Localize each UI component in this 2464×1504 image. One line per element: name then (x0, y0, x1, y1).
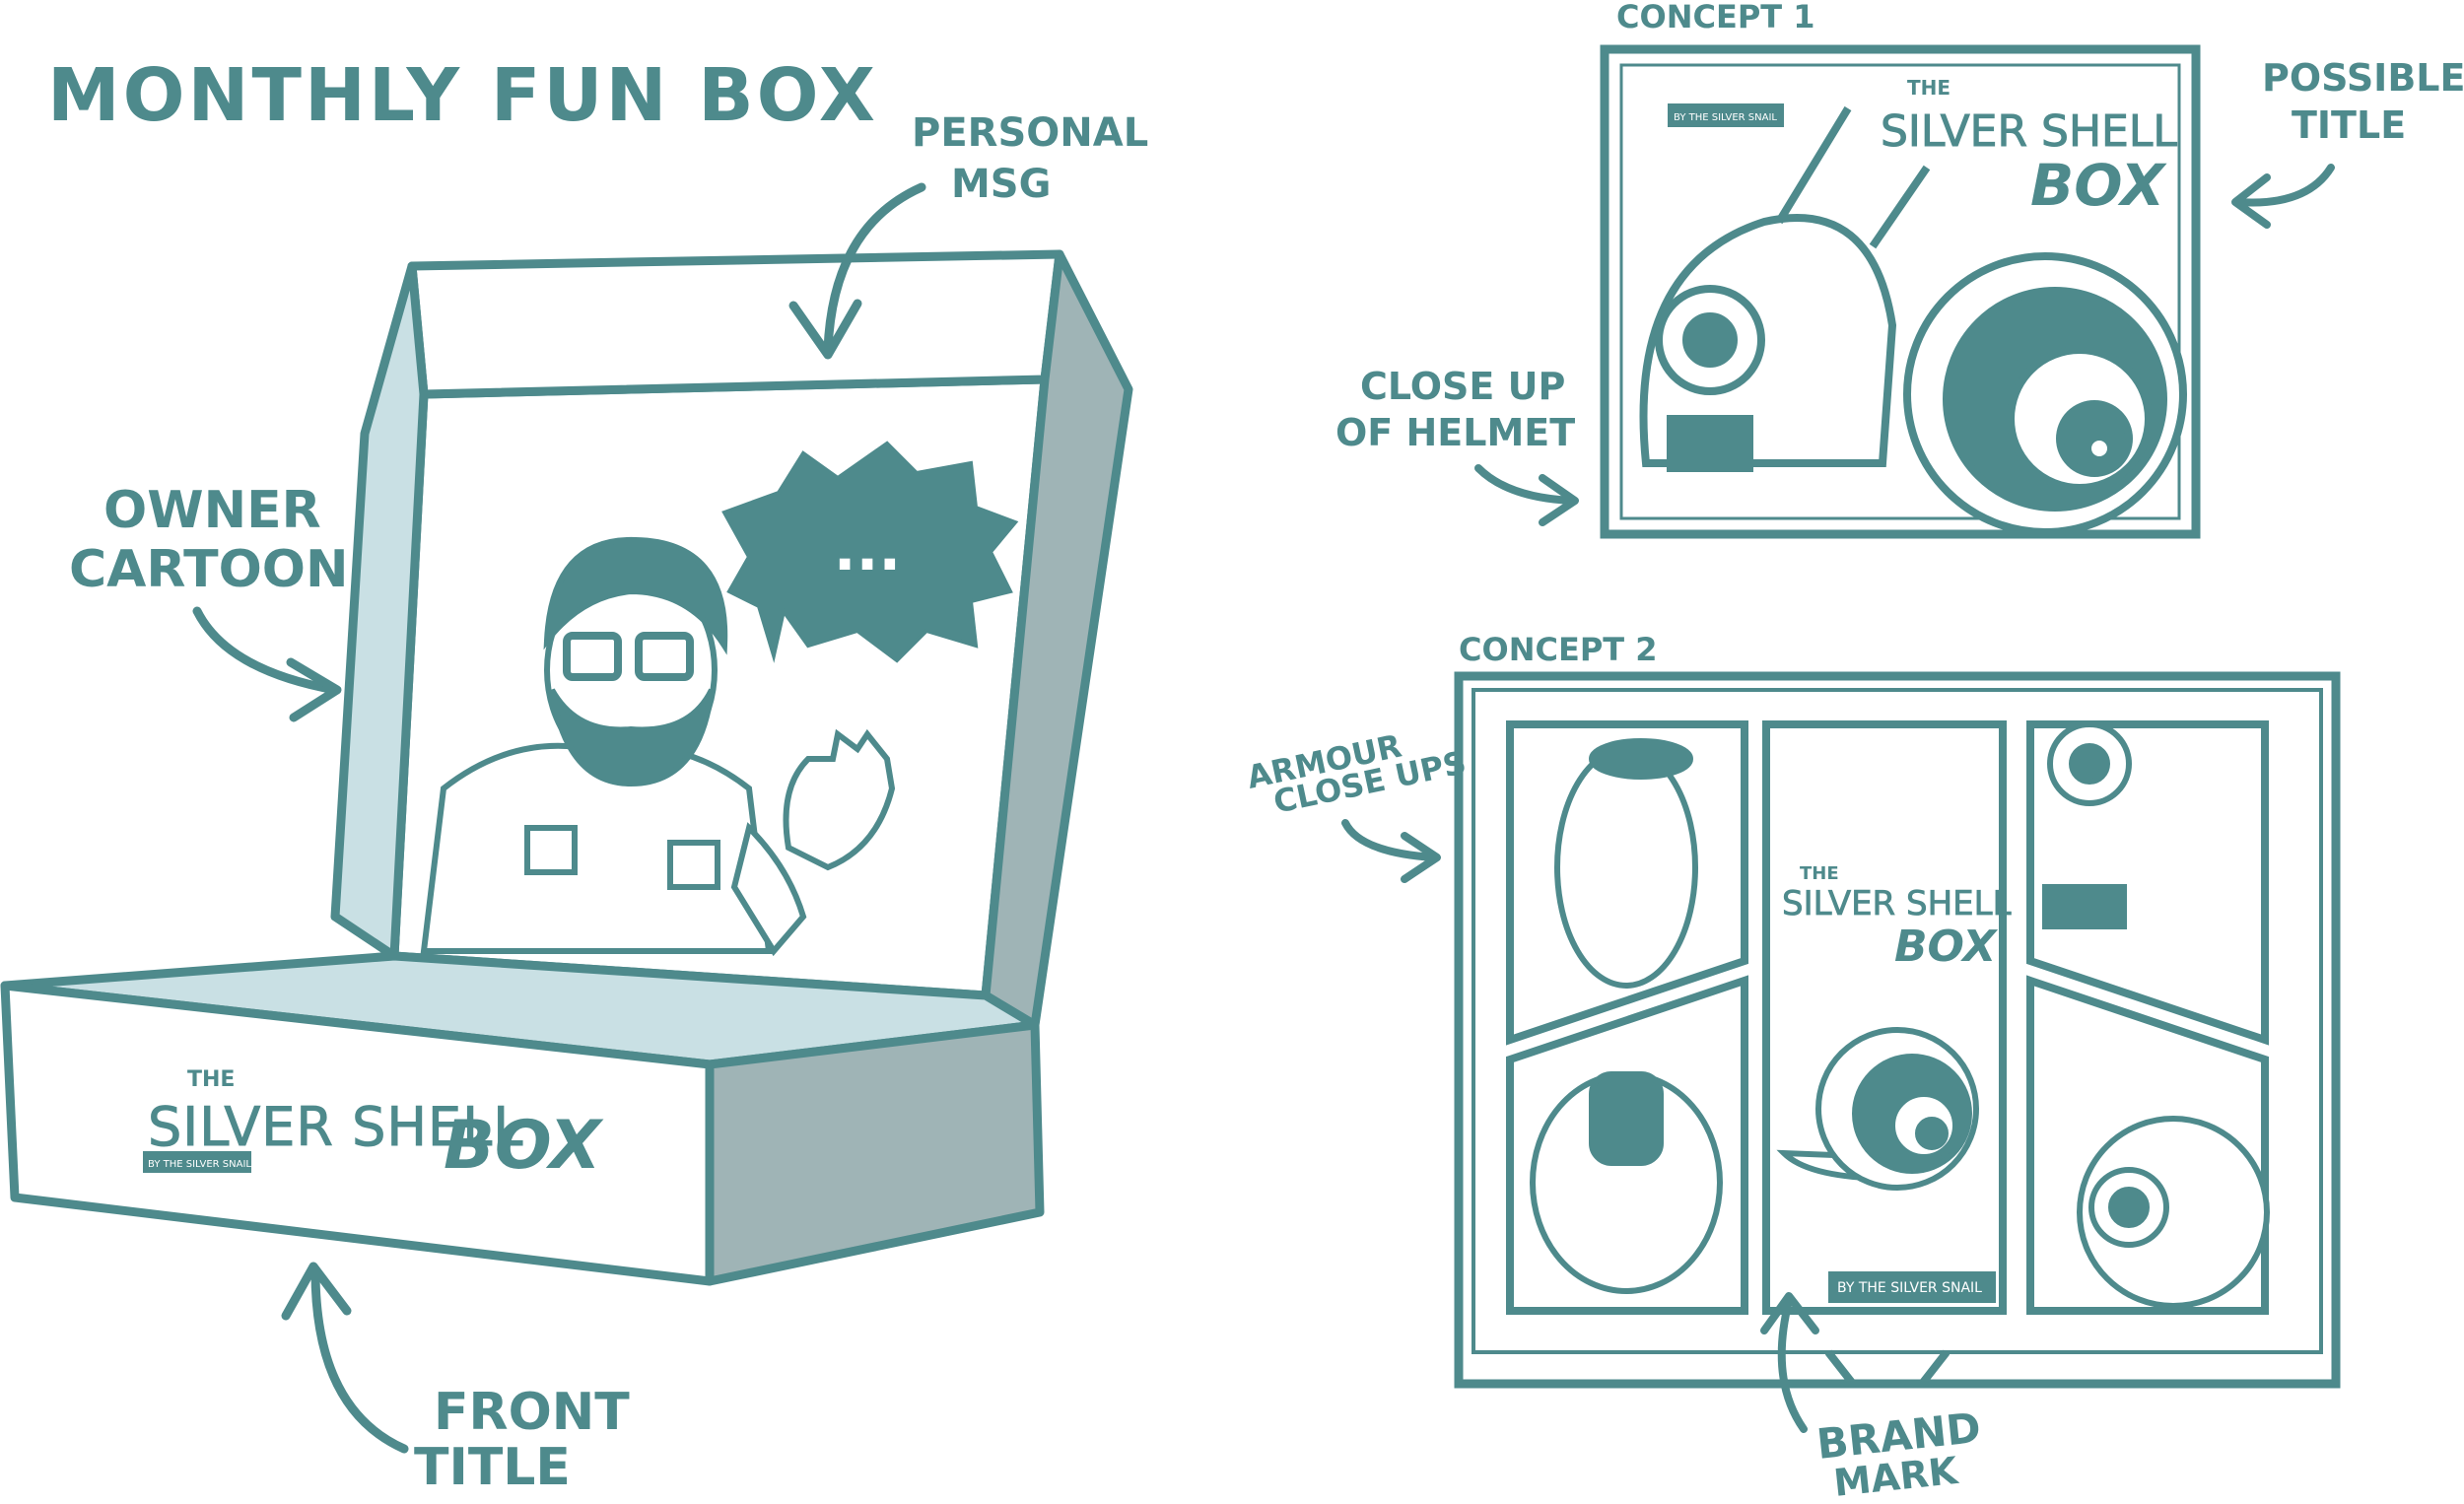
concept-2-the: THE (1800, 863, 1839, 884)
concept-1-the: THE (1907, 76, 1951, 100)
arrow-armour (1341, 819, 1438, 861)
concept-2-silver-shell: SILVER SHELL (1782, 884, 2012, 923)
helmet-jaw (1667, 415, 1753, 472)
shirt-pocket-right (667, 840, 720, 890)
box-lid-top-flap (407, 249, 1064, 399)
center-shell-core (1915, 1117, 1949, 1150)
waving-hand (783, 728, 896, 871)
waving-arm (730, 822, 807, 957)
arrow-personal-msg-head (788, 299, 862, 360)
concept-2-frame-inner (1472, 688, 2323, 1354)
concept-1-panel: BY THE SILVER SNAIL THE SILVER SHELL BOX (1600, 44, 2201, 539)
arrow-brand-mark-head (1760, 1292, 1819, 1334)
armour-bottom-left-detail (1589, 1071, 1664, 1166)
box-front-logo: THE SILVER SHELL BOX BY THE SILVER SNAIL (143, 1067, 604, 1185)
label-front-title-1: FRONT (434, 1383, 630, 1442)
snail-shell-icon (1903, 252, 2187, 536)
concept-2-box: BOX (1894, 922, 1998, 972)
label-front-title-2: TITLE (414, 1438, 571, 1497)
waving-man-icon (730, 728, 896, 957)
glasses-right-lens (635, 632, 694, 681)
armour-top-left-detail (1589, 738, 1693, 780)
owner-cartoon (420, 536, 896, 957)
armour-top-right-pupil (2069, 743, 2110, 785)
box-logo-box: BOX (444, 1107, 604, 1185)
label-possible-title-1: POSSIBLE (2262, 56, 2464, 100)
armour-top-right-part (2042, 884, 2127, 929)
concept-1-frame-inner (1619, 63, 2181, 520)
owner-hair (543, 536, 728, 655)
speech-bubble: ... (721, 441, 1019, 663)
helmet-body (1639, 214, 1897, 467)
helmet-antenna-2 (1869, 165, 1931, 249)
arrow-close-up (1474, 464, 1576, 505)
snail-helmet-icon (1639, 105, 1931, 472)
label-possible-title-2: TITLE (2292, 103, 2406, 147)
armour-bottom-right-helmet (2077, 1116, 2270, 1309)
label-close-up-1: CLOSE UP (1360, 365, 1565, 408)
arrow-armour-head (1401, 832, 1441, 883)
concept-2-byline-bar (1828, 1271, 1996, 1303)
glasses-left-lens (563, 632, 622, 681)
arrow-owner-cartoon (192, 606, 340, 695)
arrow-front-title (310, 1266, 409, 1454)
box-lid-left-flap (330, 261, 429, 961)
box-side-panel (705, 1020, 1045, 1286)
concept-2-center-panel (1762, 720, 2007, 1315)
label-concept-1: CONCEPT 1 (1616, 0, 1815, 35)
label-owner-cartoon-2: CARTOON (69, 540, 349, 599)
label-personal-msg-1: PERSONAL (912, 110, 1148, 156)
armour-top-left-piece (1554, 746, 1698, 989)
sheet-title: MONTHLY FUN BOX (47, 53, 878, 138)
label-concept-2: CONCEPT 2 (1459, 631, 1658, 668)
concept-1-box: BOX (2030, 152, 2167, 219)
concept-2-panel (1454, 671, 2341, 1389)
arrow-close-up-head (1539, 474, 1579, 526)
label-close-up-2: OF HELMET (1335, 411, 1575, 454)
armour-piece-icon (1530, 721, 2270, 1309)
arrow-possible-title (2233, 164, 2335, 207)
label-personal-msg-2: MSG (951, 162, 1051, 207)
shirt-pocket-left (524, 825, 578, 875)
helmet-eye-inner (1682, 312, 1738, 368)
box-logo-byline: BY THE SILVER SNAIL (148, 1159, 251, 1170)
concept-1-byline-bar (1668, 103, 1784, 127)
box-logo-silver-shell: SILVER SHELL (148, 1096, 523, 1158)
arrow-possible-title-head (2231, 173, 2271, 229)
speech-bubble-shape (721, 441, 1019, 663)
concept-1-silver-shell: SILVER SHELL (1881, 106, 2177, 157)
speech-bubble-ellipsis: ... (834, 515, 901, 584)
helmet-antenna-1 (1775, 105, 1852, 225)
owner-beard (549, 688, 715, 787)
arrow-owner-cartoon-head (286, 657, 342, 722)
concept-2-byline: BY THE SILVER SNAIL (1837, 1280, 1982, 1296)
box-logo-byline-bar (143, 1151, 251, 1173)
arrow-brand-mark (1777, 1297, 1808, 1433)
center-snail-shell-icon (1776, 1027, 1979, 1191)
shell-core (2084, 433, 2115, 464)
arrow-personal-msg (823, 182, 926, 355)
concept-2-bottom-tab (1824, 1349, 1951, 1388)
box-logo-the: THE (187, 1067, 235, 1092)
concept-1-byline: BY THE SILVER SNAIL (1674, 112, 1777, 123)
label-owner-cartoon-1: OWNER (103, 481, 321, 540)
arrow-front-title-head (281, 1262, 352, 1321)
armour-bottom-right-pupil (2108, 1187, 2150, 1228)
